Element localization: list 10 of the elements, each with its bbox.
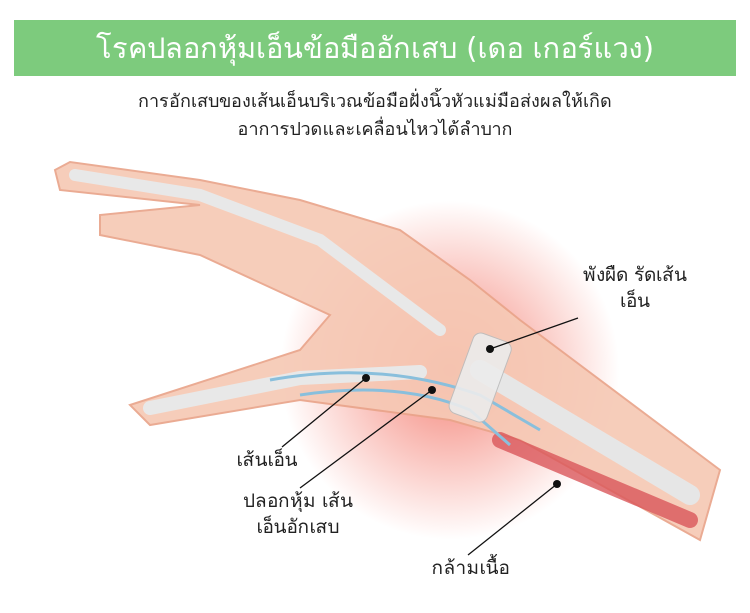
- leader-line: [282, 374, 370, 448]
- callout-label: เส้นเอ็น: [222, 447, 312, 473]
- leader-line: [300, 386, 436, 489]
- callout-label: กล้ามเนื้อ: [418, 555, 523, 581]
- leader-line: [486, 317, 578, 353]
- leader-line: [468, 480, 561, 556]
- title-banner: โรคปลอกหุ้มเอ็นข้อมืออักเสบ (เดอ เกอร์แวง): [14, 20, 736, 76]
- subtitle: การอักเสบของเส้นเอ็นบริเวณข้อมือฝั่งนิ้วหัวแม่มือส่งผลให้เกิดอาการปวดและเคลื่อนไหวได้ลำบาก: [120, 88, 630, 144]
- callout-label: ปลอกหุ้ม เส้นเอ็นอักเสบ: [228, 488, 368, 540]
- callout-label: พังผืด รัดเส้นเอ็น: [575, 262, 695, 314]
